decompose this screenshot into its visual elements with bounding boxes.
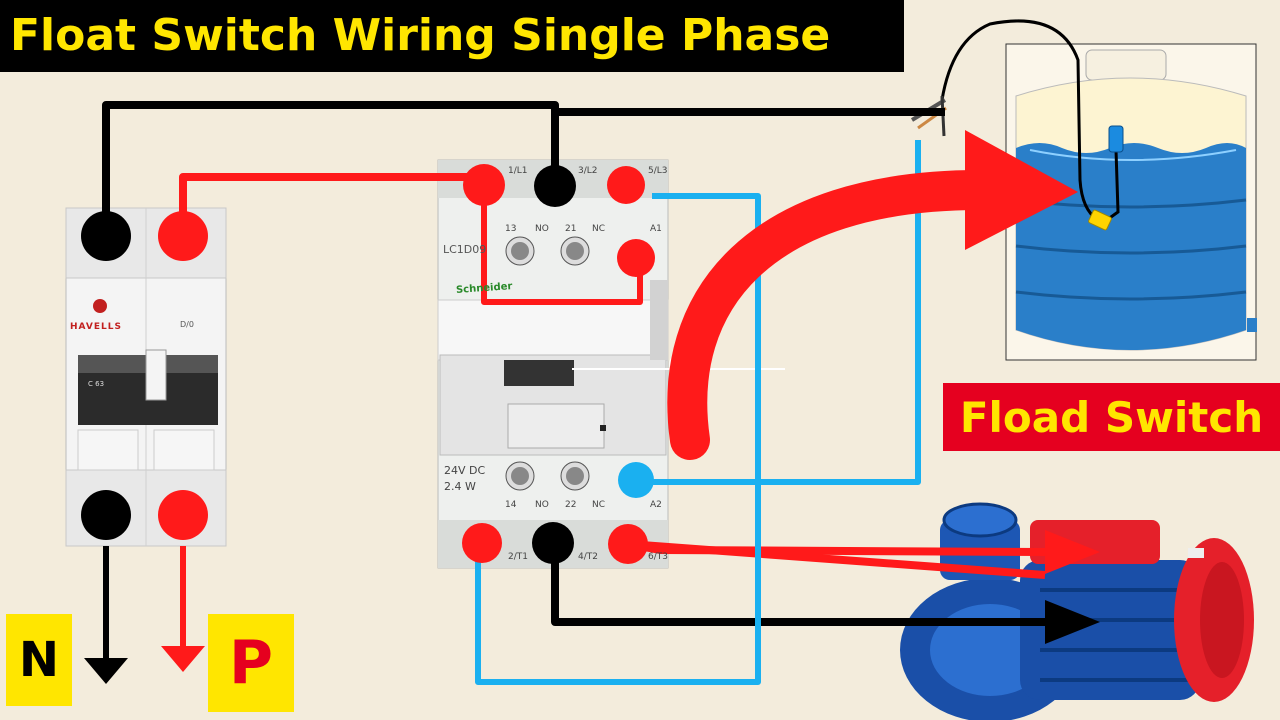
mcb-rating-label: C 63 xyxy=(88,380,105,388)
page-title: Float Switch Wiring Single Phase xyxy=(10,10,831,61)
mcb-breaker xyxy=(65,207,227,547)
pump-phase-arrow-icon xyxy=(1045,530,1100,574)
mcb-phase-in-terminal xyxy=(158,211,208,261)
neutral-label: N xyxy=(6,614,72,706)
contactor-model-label: LC1D09 xyxy=(443,243,487,256)
havells-logo-icon xyxy=(93,299,107,313)
pole-label: 4/T2 xyxy=(578,552,598,562)
contactor-l1-terminal xyxy=(463,164,505,206)
terminal-label: NC xyxy=(592,500,606,510)
mcb-model-label: D/0 xyxy=(180,320,194,329)
mcb-neutral-out-terminal xyxy=(81,490,131,540)
mcb-phase-out-terminal xyxy=(158,490,208,540)
terminal-label: NC xyxy=(592,224,606,234)
contactor-a2-terminal xyxy=(618,462,654,498)
terminal-label: NO xyxy=(535,224,549,234)
contactor-t2-terminal xyxy=(532,522,574,564)
contactor-terminals xyxy=(462,164,655,564)
float-switch-label: Fload Switch xyxy=(943,383,1280,451)
float-weight-icon xyxy=(1088,209,1112,231)
mcb-terminals xyxy=(81,211,208,540)
terminal-label: A1 xyxy=(650,224,662,234)
phase-wire xyxy=(161,173,1100,672)
water-tank-icon xyxy=(1005,43,1257,361)
contactor-a1-terminal xyxy=(617,239,655,277)
contactor xyxy=(437,159,785,569)
terminal-label: 21 xyxy=(565,224,577,234)
float-sensor-icon xyxy=(1108,125,1124,153)
contactor-l2-terminal xyxy=(534,165,576,207)
contactor-t3-terminal xyxy=(608,524,648,564)
pump-neutral-arrow-icon xyxy=(1045,600,1100,644)
pole-label: 5/L3 xyxy=(648,166,668,176)
control-wire xyxy=(475,140,921,685)
pole-label: 1/L1 xyxy=(508,166,528,176)
phase-label-text: P xyxy=(229,628,273,698)
pole-label: 6/T3 xyxy=(648,552,668,562)
mcb-neutral-in-terminal xyxy=(81,211,131,261)
terminal-label: NO xyxy=(535,500,549,510)
terminal-label: 13 xyxy=(505,224,517,234)
contactor-coil-power: 2.4 W xyxy=(444,480,476,493)
down-arrow-icon xyxy=(84,658,128,684)
curved-arrow-icon xyxy=(667,130,1078,460)
float-switch-label-text: Fload Switch xyxy=(959,392,1264,442)
terminal-label: A2 xyxy=(650,500,662,510)
mcb-brand-label: HAVELLS xyxy=(70,322,122,332)
down-arrow-icon xyxy=(161,646,205,672)
terminal-label: 22 xyxy=(565,500,577,510)
title-banner: Float Switch Wiring Single Phase xyxy=(0,0,904,72)
terminal-label: 14 xyxy=(505,500,517,510)
contactor-coil-voltage: 24V DC xyxy=(444,464,486,477)
contactor-t1-terminal xyxy=(462,523,502,563)
neutral-wire xyxy=(84,101,1100,684)
pole-label: 3/L2 xyxy=(578,166,598,176)
phase-label: P xyxy=(208,614,294,712)
pole-label: 2/T1 xyxy=(508,552,528,562)
contactor-l3-terminal xyxy=(607,166,645,204)
neutral-label-text: N xyxy=(18,632,60,688)
water-pump-icon xyxy=(900,502,1254,720)
